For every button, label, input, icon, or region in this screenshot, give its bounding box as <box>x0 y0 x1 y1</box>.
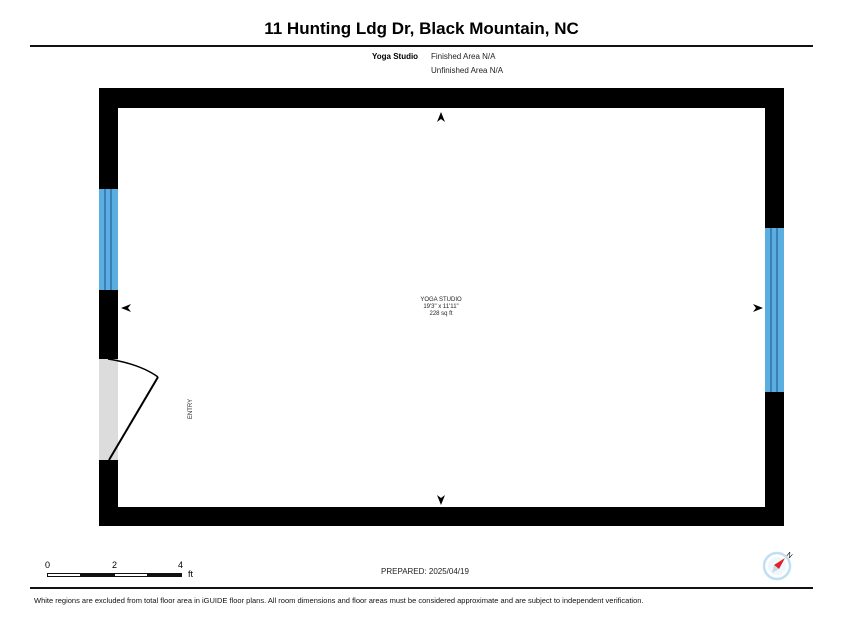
wall-left-middle <box>99 290 118 359</box>
scale-unit: ft <box>188 569 194 579</box>
room-label: YOGA STUDIO 19'3" x 11'11" 228 sq ft <box>395 297 487 318</box>
arrow-left-icon <box>121 304 131 312</box>
room-name: YOGA STUDIO <box>420 297 462 303</box>
entry-door <box>99 358 159 461</box>
scale-bar <box>47 573 182 577</box>
wall-bottom <box>99 507 784 526</box>
legend-unfinished-area: Unfinished Area N/A <box>431 66 504 75</box>
scale-label-2: 2 <box>112 560 118 570</box>
wall-right-upper <box>765 88 784 228</box>
page-title: 11 Hunting Ldg Dr, Black Mountain, NC <box>264 19 579 38</box>
wall-left-lower <box>99 460 118 526</box>
walls <box>99 88 784 526</box>
window-right <box>765 228 784 392</box>
compass-north-label: N <box>785 551 793 560</box>
wall-top <box>99 88 784 108</box>
room-dimensions: 19'3" x 11'11" <box>423 304 459 310</box>
view-arrows <box>121 112 763 505</box>
arrow-up-icon <box>437 112 445 122</box>
wall-right-lower <box>765 392 784 526</box>
legend-floor-name: Yoga Studio <box>372 52 419 61</box>
window-left <box>99 189 118 290</box>
room-area: 228 sq ft <box>429 311 453 317</box>
arrow-right-icon <box>753 304 763 312</box>
title-rule <box>30 45 813 47</box>
prepared-date: PREPARED: 2025/04/19 <box>381 567 469 576</box>
entry-label: ENTRY <box>188 398 195 420</box>
footer-rule <box>30 587 813 589</box>
scale-label-0: 0 <box>45 560 51 570</box>
compass-icon: N <box>762 551 793 581</box>
arrow-down-icon <box>437 495 445 505</box>
legend-finished-area: Finished Area N/A <box>431 52 496 61</box>
wall-left-upper <box>99 88 118 189</box>
scale-label-4: 4 <box>178 560 184 570</box>
disclaimer: White regions are excluded from total fl… <box>34 596 644 605</box>
